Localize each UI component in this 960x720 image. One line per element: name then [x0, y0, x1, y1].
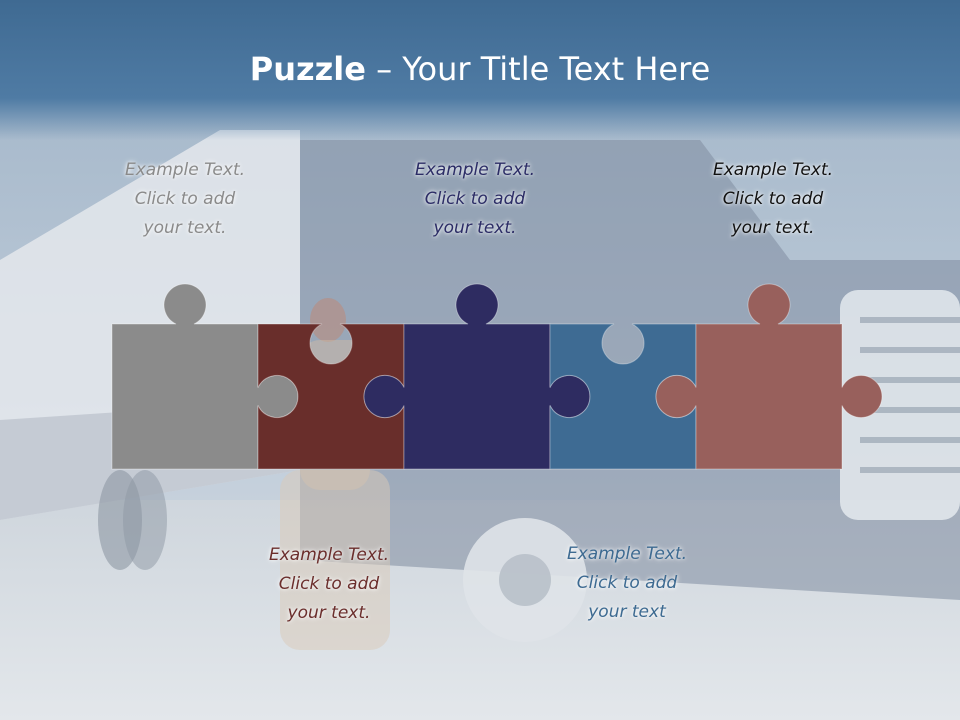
slide-title[interactable]: Puzzle – Your Title Text Here	[0, 50, 960, 88]
caption-maroon[interactable]: Example Text. Click to add your text.	[229, 541, 429, 628]
caption-line: Click to add	[576, 573, 678, 593]
caption-line: your text.	[731, 218, 815, 238]
caption-line: Click to add	[278, 574, 380, 594]
caption-black[interactable]: Example Text. Click to add your text.	[673, 156, 873, 243]
puzzle-piece-rose[interactable]	[655, 283, 883, 470]
caption-navy[interactable]: Example Text. Click to add your text.	[375, 156, 575, 243]
caption-line: Click to add	[424, 189, 526, 209]
caption-gray[interactable]: Example Text. Click to add your text.	[85, 156, 285, 243]
caption-line: Example Text.	[268, 545, 390, 565]
caption-line: Example Text.	[566, 544, 688, 564]
caption-line: Example Text.	[124, 160, 246, 180]
caption-line: Click to add	[134, 189, 236, 209]
caption-line: Example Text.	[712, 160, 834, 180]
caption-line: your text	[588, 602, 666, 622]
title-bold: Puzzle	[249, 50, 366, 88]
caption-steel[interactable]: Example Text. Click to add your text	[527, 540, 727, 627]
caption-line: your text.	[287, 603, 371, 623]
caption-line: your text.	[143, 218, 227, 238]
caption-line: your text.	[433, 218, 517, 238]
title-rest: – Your Title Text Here	[365, 50, 711, 88]
caption-line: Example Text.	[414, 160, 536, 180]
caption-line: Click to add	[722, 189, 824, 209]
title-band	[0, 0, 960, 140]
